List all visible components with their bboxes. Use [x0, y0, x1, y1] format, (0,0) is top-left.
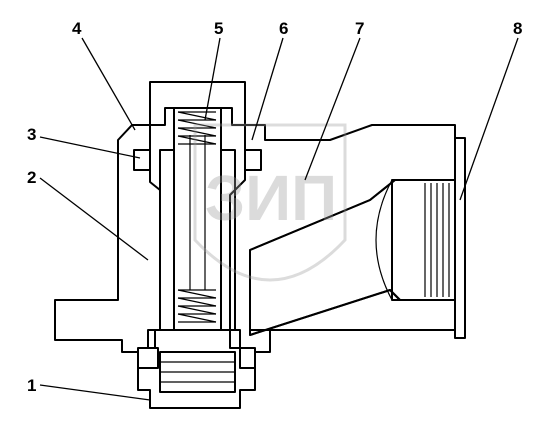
outlet-fitting	[375, 137, 466, 339]
piston	[189, 135, 206, 290]
leader-lines	[39, 37, 519, 401]
seal-left	[133, 149, 151, 171]
lower-spring	[177, 289, 217, 323]
callout-8: 8	[513, 19, 522, 38]
callout-3: 3	[27, 125, 36, 144]
callout-1: 1	[27, 376, 36, 395]
callout-2: 2	[27, 168, 36, 187]
watermark-logo: ЗИП	[193, 123, 347, 282]
seal-right	[244, 149, 262, 171]
callout-6: 6	[279, 19, 288, 38]
callout-7: 7	[355, 19, 364, 38]
callout-5: 5	[214, 19, 223, 38]
svg-text:ЗИП: ЗИП	[205, 162, 337, 234]
top-cap	[149, 81, 246, 126]
callout-labels: 1 2 3 4 5 6 7 8	[27, 19, 522, 395]
callout-4: 4	[72, 19, 82, 38]
upper-spring	[177, 111, 217, 145]
bottom-plug	[137, 329, 256, 409]
